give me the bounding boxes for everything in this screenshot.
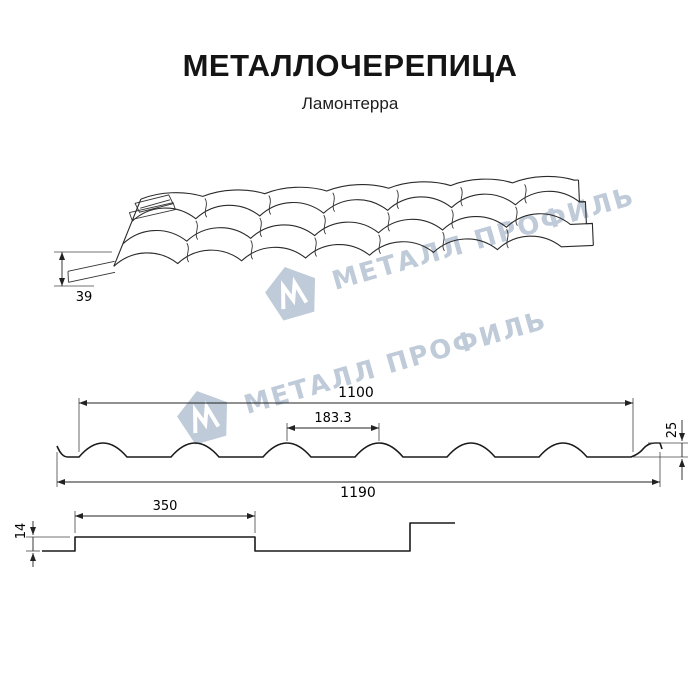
sheet-row-line bbox=[131, 190, 586, 222]
watermark-text: МЕТАЛЛ ПРОФИЛЬ bbox=[329, 181, 639, 296]
step-profile-view: 350 14 bbox=[14, 499, 455, 567]
sheet-left-edge bbox=[113, 198, 142, 267]
dim-1100-label: 1100 bbox=[338, 385, 374, 401]
profile-outline bbox=[56, 442, 663, 458]
dim-350-label: 350 bbox=[153, 499, 178, 514]
dim-183-label: 183.3 bbox=[314, 411, 351, 426]
perspective-view: 39 bbox=[54, 175, 594, 305]
step-outline bbox=[42, 522, 455, 552]
sheet-row-line bbox=[122, 213, 593, 245]
dim-1190: 1190 bbox=[56, 452, 661, 501]
sheet-top-edge bbox=[140, 175, 579, 200]
watermark-text: МЕТАЛЛ ПРОФИЛЬ bbox=[241, 305, 551, 420]
dim-39: 39 bbox=[54, 251, 112, 305]
logo-m-glyph bbox=[280, 276, 309, 310]
metall-profil-logo-icon bbox=[265, 267, 316, 321]
cross-section-view: 1100 183.3 25 bbox=[56, 385, 688, 501]
watermark-2: МЕТАЛЛ ПРОФИЛЬ bbox=[177, 305, 551, 445]
tile-sheet bbox=[67, 175, 594, 283]
dim-350: 350 bbox=[74, 499, 256, 533]
sheet-right-stepped-edge bbox=[577, 179, 594, 246]
dim-39-label: 39 bbox=[76, 290, 93, 305]
ridge-batten bbox=[128, 194, 176, 221]
dim-183: 183.3 bbox=[286, 411, 380, 441]
dim-14-label: 14 bbox=[14, 523, 29, 540]
sheet-bottom-edge bbox=[113, 235, 594, 267]
logo-m-glyph bbox=[192, 400, 221, 434]
dim-14: 14 bbox=[14, 521, 70, 567]
dim-25-label: 25 bbox=[665, 422, 680, 439]
dim-1190-label: 1190 bbox=[340, 485, 376, 501]
dim-1100: 1100 bbox=[78, 385, 634, 452]
page-title: МЕТАЛЛОЧЕРЕПИЦА bbox=[182, 48, 518, 83]
eave-strip bbox=[67, 260, 116, 283]
page-subtitle: Ламонтерра bbox=[301, 94, 399, 113]
metall-profil-logo-icon bbox=[177, 391, 228, 445]
dim-25: 25 bbox=[633, 420, 688, 480]
